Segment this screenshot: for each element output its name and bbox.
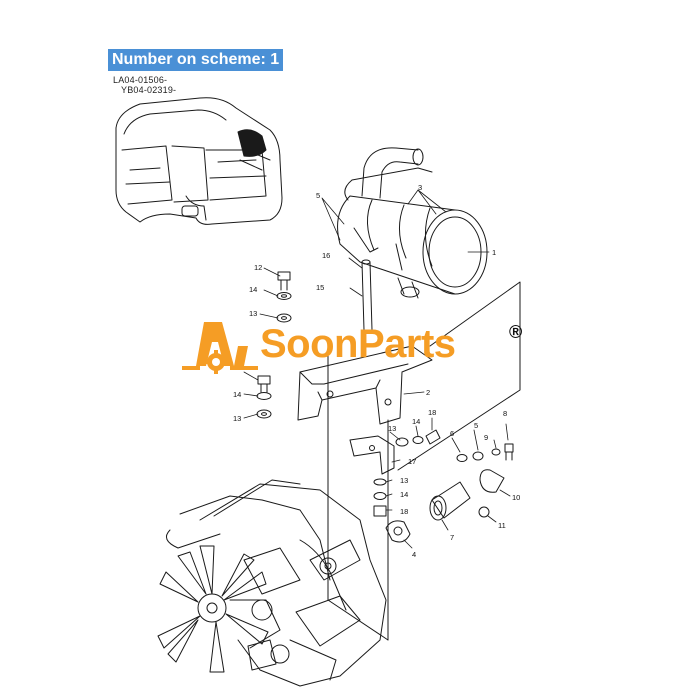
callout-10: 10 (512, 493, 520, 502)
callout-1: 1 (492, 248, 496, 257)
callout-6: 6 (450, 429, 454, 438)
callout-15: 15 (316, 283, 324, 292)
callout-7: 7 (450, 533, 454, 542)
callout-18a: 18 (428, 408, 436, 417)
callout-17: 17 (408, 457, 416, 466)
soonparts-logo (182, 322, 258, 374)
machine-overview-sketch (115, 97, 283, 225)
serial-range-1: LA04-01506- (113, 75, 168, 85)
callout-13a: 13 (249, 309, 257, 318)
callout-13d: 13 (400, 476, 408, 485)
callout-11: 11 (498, 521, 506, 530)
serial-range-2: YB04-02319- (121, 85, 177, 95)
leader-lines (243, 189, 511, 549)
engine-block (157, 479, 387, 687)
callout-14b: 14 (233, 390, 241, 399)
callout-12: 12 (254, 263, 262, 272)
callout-3: 3 (418, 183, 422, 192)
muffler-assembly (337, 147, 488, 299)
lower-bracket (349, 435, 395, 475)
callout-labels: 1 2 3 4 5 5 6 7 8 9 10 11 12 13 13 13 13… (233, 183, 520, 559)
callout-14c: 14 (412, 417, 420, 426)
callout-14d: 14 (400, 490, 408, 499)
callout-5b: 5 (474, 421, 478, 430)
callout-13b: 13 (233, 414, 241, 423)
registered-mark: ® (509, 322, 523, 342)
callout-14a: 14 (249, 285, 257, 294)
callout-2: 2 (426, 388, 430, 397)
callout-9: 9 (484, 433, 488, 442)
watermark-brand: SoonParts (260, 322, 456, 366)
callout-5: 5 (316, 191, 320, 200)
callout-13c: 13 (388, 424, 396, 433)
exhaust-flange (385, 481, 471, 543)
callout-16: 16 (322, 251, 330, 260)
callout-8: 8 (503, 409, 507, 418)
right-fastener-set (373, 429, 514, 518)
support-rod (361, 259, 373, 331)
scheme-number-label: Number on scheme: 1 (108, 49, 284, 71)
callout-18b: 18 (400, 507, 408, 516)
callout-4: 4 (412, 550, 416, 559)
